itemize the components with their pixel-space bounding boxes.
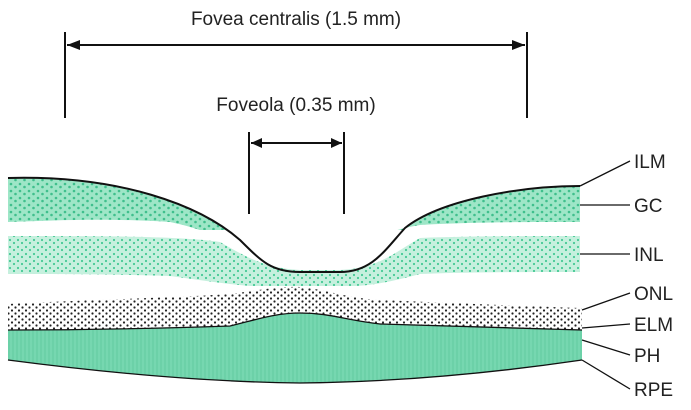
ganglion-cell-layer (0, 170, 600, 230)
foveola-label: Foveola (0.35 mm) (216, 95, 375, 116)
layer-label-elm: ELM (634, 315, 673, 336)
inner-nuclear-layer (0, 230, 600, 290)
layer-label-onl: ONL (634, 284, 673, 305)
layer-label-rpe: RPE (634, 380, 673, 401)
label-leader-lines (580, 161, 630, 389)
layer-label-inl: INL (634, 245, 664, 266)
fovea-centralis-label: Fovea centralis (1.5 mm) (191, 9, 401, 30)
layer-label-gc: GC (634, 196, 663, 217)
layer-label-ph: PH (634, 346, 660, 367)
foveola-dimension (249, 132, 344, 214)
layer-label-ilm: ILM (634, 152, 666, 173)
